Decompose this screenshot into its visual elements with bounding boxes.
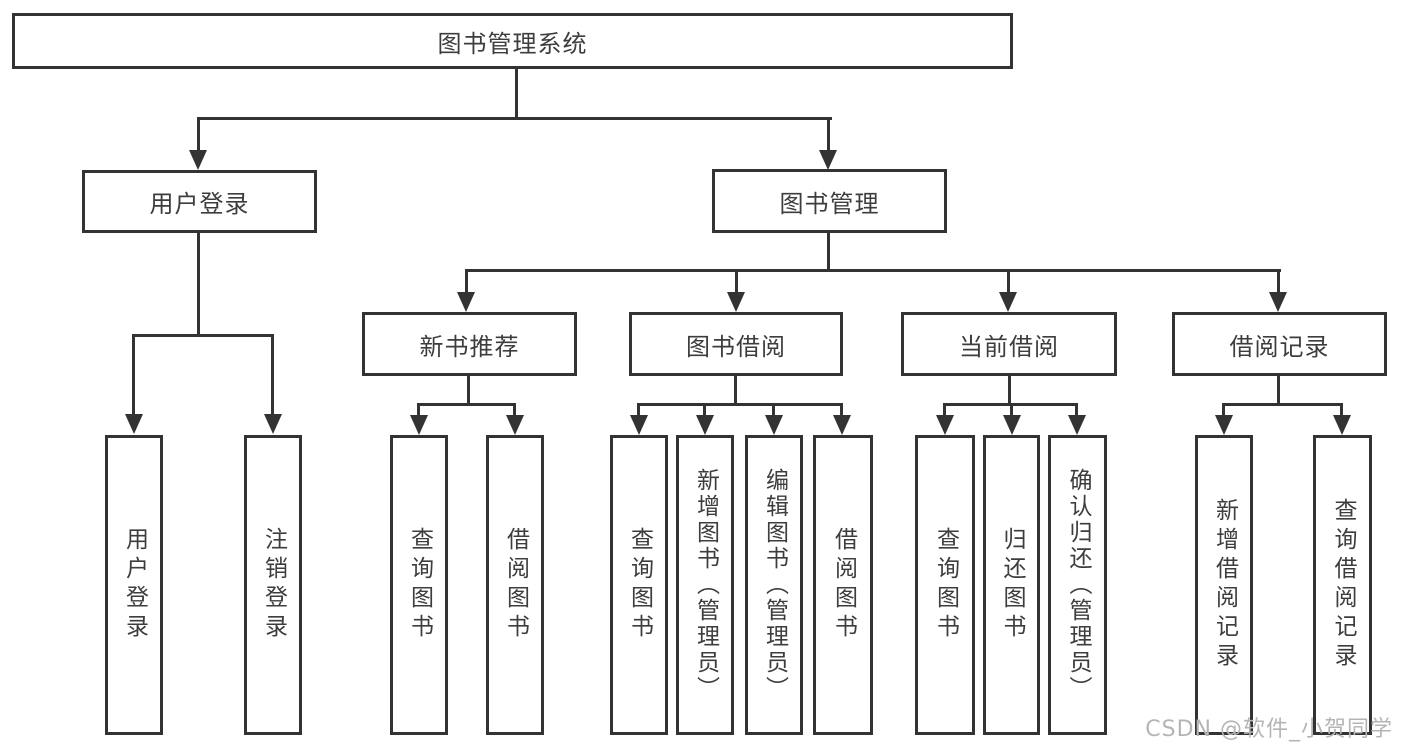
arrowhead-leaf-add-book bbox=[696, 415, 714, 435]
leaf-confirm-return-admin: 确认归还（管理员） bbox=[1048, 435, 1107, 735]
connector-current-borrow-stem bbox=[1008, 376, 1011, 406]
arrowhead-leaf-edit-book bbox=[765, 415, 783, 435]
arrowhead-leaf-borrow-book-2 bbox=[833, 415, 851, 435]
leaf-add-book-admin: 新增图书（管理员） bbox=[676, 435, 734, 735]
leaf-borrow-book-1-label: 借阅图书 bbox=[502, 527, 529, 643]
arrowhead-book-management bbox=[819, 150, 837, 170]
connector-book-management-stem bbox=[827, 233, 830, 272]
arrowhead-leaf-return-book bbox=[1003, 415, 1021, 435]
connector-borrow-records-rail bbox=[1222, 403, 1343, 406]
leaf-logout-label: 注销登录 bbox=[260, 527, 287, 643]
leaf-query-book-3-label: 查询图书 bbox=[932, 527, 959, 643]
node-current-borrow-label: 当前借阅 bbox=[959, 332, 1059, 361]
connector-borrow-records-drop bbox=[1277, 269, 1280, 294]
leaf-query-borrow-record-label: 查询借阅记录 bbox=[1330, 498, 1356, 672]
arrowhead-borrow-records bbox=[1269, 292, 1287, 312]
arrowhead-book-borrow bbox=[727, 292, 745, 312]
leaf-query-book-2-label: 查询图书 bbox=[626, 527, 653, 643]
node-borrow-records-label: 借阅记录 bbox=[1229, 332, 1330, 361]
node-new-book-recommend: 新书推荐 bbox=[362, 312, 577, 376]
connector-new-book-recommend-stem bbox=[467, 376, 470, 406]
csdn-watermark: CSDN @软件_小贺同学 bbox=[1145, 717, 1393, 742]
connector-new-book-recommend-drop bbox=[465, 269, 468, 294]
leaf-add-borrow-record: 新增借阅记录 bbox=[1195, 435, 1253, 735]
leaf-borrow-book-2-label: 借阅图书 bbox=[830, 527, 857, 643]
arrowhead-leaf-confirm-return bbox=[1068, 415, 1086, 435]
connector-book-management-drop bbox=[827, 117, 830, 152]
leaf-query-book-3: 查询图书 bbox=[915, 435, 975, 735]
connector-level2-rail bbox=[197, 117, 832, 120]
leaf-query-book-2: 查询图书 bbox=[610, 435, 668, 735]
connector-book-borrow-rail bbox=[637, 403, 843, 406]
connector-leaf-query-book-1-drop bbox=[417, 403, 420, 415]
connector-user-login-drop bbox=[197, 117, 200, 152]
connector-current-borrow-drop bbox=[1007, 269, 1010, 294]
connector-leaf-confirm-return-drop bbox=[1075, 403, 1078, 415]
connector-borrow-records-stem bbox=[1277, 376, 1280, 406]
connector-leaf-borrow-book-1-drop bbox=[513, 403, 516, 415]
leaf-confirm-return-admin-label: 确认归还（管理员） bbox=[1065, 468, 1091, 702]
node-book-management: 图书管理 bbox=[712, 169, 947, 233]
arrowhead-leaf-borrow-book-1 bbox=[506, 415, 524, 435]
arrowhead-leaf-query-book-2 bbox=[630, 415, 648, 435]
connector-book-borrow-drop bbox=[735, 269, 738, 294]
arrowhead-user-login bbox=[189, 150, 207, 170]
connector-leaf-borrow-book-2-drop bbox=[840, 403, 843, 415]
leaf-add-book-admin-label: 新增图书（管理员） bbox=[692, 468, 719, 702]
arrowhead-leaf-logout bbox=[264, 414, 282, 434]
leaf-edit-book-admin: 编辑图书（管理员） bbox=[745, 435, 803, 735]
leaf-query-book-1-label: 查询图书 bbox=[406, 527, 433, 643]
connector-book-borrow-stem bbox=[734, 376, 737, 406]
connector-root-stem bbox=[515, 68, 518, 119]
leaf-borrow-book-1: 借阅图书 bbox=[486, 435, 544, 735]
connector-leaf-return-book-drop bbox=[1010, 403, 1013, 415]
connector-user-login-stem bbox=[197, 233, 200, 336]
leaf-return-book: 归还图书 bbox=[983, 435, 1040, 735]
connector-leaf-add-book-drop bbox=[703, 403, 706, 415]
connector-leaf-user-login-drop bbox=[132, 334, 135, 416]
node-book-borrow: 图书借阅 bbox=[629, 312, 843, 376]
connector-level3-rail bbox=[465, 269, 1281, 272]
node-user-login-label: 用户登录 bbox=[149, 190, 250, 218]
connector-leaf-query-book-2-drop bbox=[637, 403, 640, 415]
leaf-user-login-label: 用户登录 bbox=[121, 527, 148, 643]
node-book-management-label: 图书管理 bbox=[779, 189, 880, 218]
arrowhead-current-borrow bbox=[999, 292, 1017, 312]
arrowhead-leaf-query-record bbox=[1333, 415, 1351, 435]
leaf-query-book-1: 查询图书 bbox=[390, 435, 448, 735]
node-root-label: 图书管理系统 bbox=[437, 29, 588, 58]
node-book-borrow-label: 图书借阅 bbox=[686, 332, 786, 361]
leaf-edit-book-admin-label: 编辑图书（管理员） bbox=[761, 468, 788, 702]
connector-new-book-recommend-rail bbox=[417, 403, 516, 406]
connector-leaf-add-record-drop bbox=[1222, 403, 1225, 415]
leaf-add-borrow-record-label: 新增借阅记录 bbox=[1211, 498, 1238, 672]
leaf-query-borrow-record: 查询借阅记录 bbox=[1313, 435, 1372, 735]
node-current-borrow: 当前借阅 bbox=[901, 312, 1117, 376]
leaf-user-login: 用户登录 bbox=[105, 435, 163, 735]
leaf-logout: 注销登录 bbox=[244, 435, 302, 735]
connector-leaf-query-record-drop bbox=[1340, 403, 1343, 415]
leaf-return-book-label: 归还图书 bbox=[999, 527, 1025, 643]
node-user-login: 用户登录 bbox=[82, 170, 317, 233]
arrowhead-leaf-query-book-1 bbox=[410, 415, 428, 435]
arrowhead-leaf-add-record bbox=[1215, 415, 1233, 435]
arrowhead-leaf-query-book-3 bbox=[936, 415, 954, 435]
leaf-borrow-book-2: 借阅图书 bbox=[813, 435, 873, 735]
node-borrow-records: 借阅记录 bbox=[1172, 312, 1387, 376]
node-root: 图书管理系统 bbox=[12, 13, 1013, 69]
connector-user-login-rail bbox=[132, 334, 274, 337]
connector-leaf-logout-drop bbox=[271, 334, 274, 416]
node-new-book-recommend-label: 新书推荐 bbox=[419, 332, 520, 361]
connector-leaf-edit-book-drop bbox=[772, 403, 775, 415]
connector-leaf-query-book-3-drop bbox=[943, 403, 946, 415]
arrowhead-new-book-recommend bbox=[457, 292, 475, 312]
arrowhead-leaf-user-login bbox=[125, 414, 143, 434]
